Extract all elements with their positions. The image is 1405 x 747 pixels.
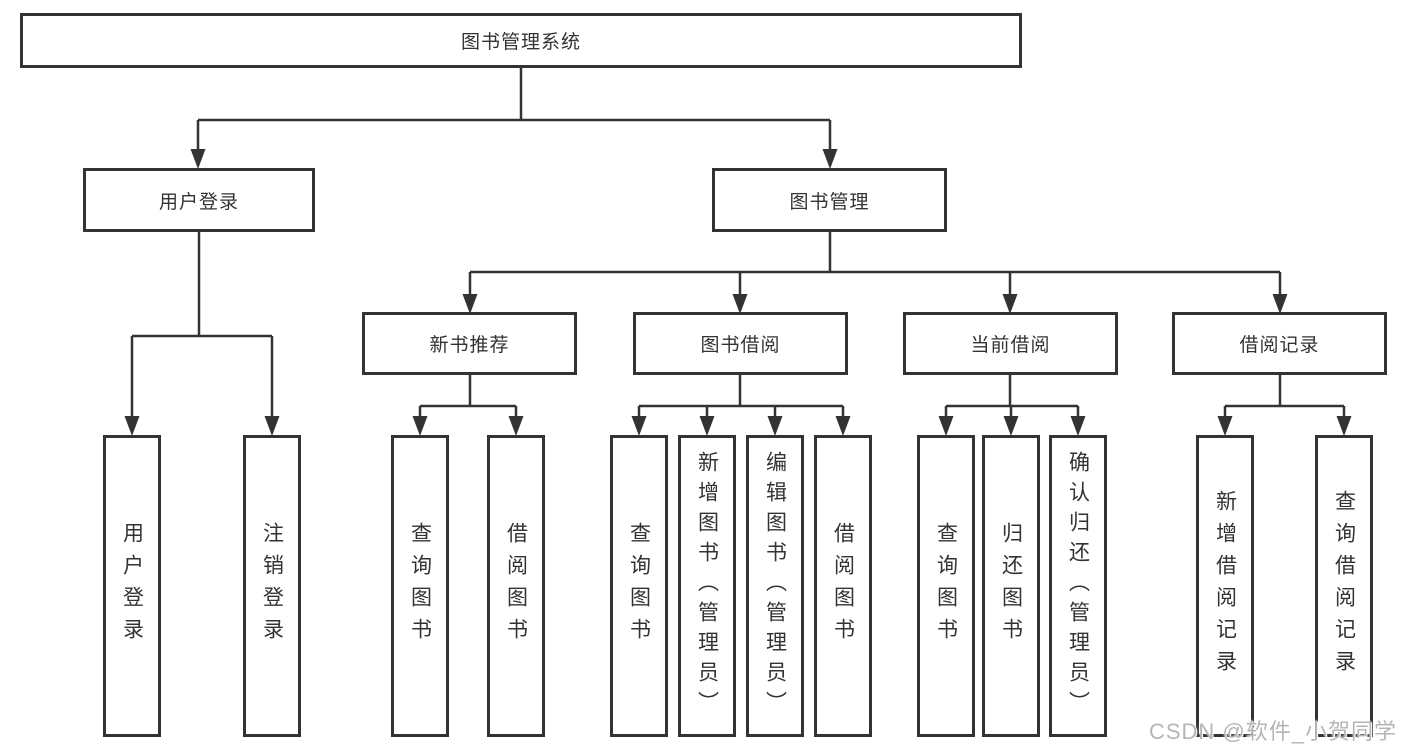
leaf-records-query-record-label: 查询借阅记录 <box>1332 490 1356 682</box>
leaf-logout-label: 注销登录 <box>260 522 284 650</box>
node-book-management: 图书管理 <box>712 168 947 232</box>
leaf-current-confirm-return-admin: 确认归还（管理员） <box>1049 435 1107 737</box>
leaf-borrow-query-books-label: 查询图书 <box>627 522 651 650</box>
leaf-records-add-record-label: 新增借阅记录 <box>1213 490 1237 682</box>
node-new-book-recommend-label: 新书推荐 <box>429 335 510 356</box>
leaf-recommend-borrow-books: 借阅图书 <box>487 435 545 737</box>
leaf-recommend-query-books: 查询图书 <box>391 435 449 737</box>
leaf-records-query-record: 查询借阅记录 <box>1315 435 1373 737</box>
leaf-borrow-borrow-books-label: 借阅图书 <box>831 522 855 650</box>
node-borrow-records: 借阅记录 <box>1172 312 1387 375</box>
leaf-current-query-books: 查询图书 <box>917 435 975 737</box>
node-book-borrow-label: 图书借阅 <box>700 335 781 356</box>
csdn-watermark: CSDN @软件_小贺同学 <box>1148 719 1397 744</box>
leaf-current-confirm-return-admin-label: 确认归还（管理员） <box>1066 451 1090 721</box>
leaf-recommend-borrow-books-label: 借阅图书 <box>504 522 528 650</box>
node-current-borrow-label: 当前借阅 <box>970 335 1051 356</box>
node-root: 图书管理系统 <box>20 13 1022 68</box>
leaf-borrow-borrow-books: 借阅图书 <box>814 435 872 737</box>
leaf-user-login-label: 用户登录 <box>120 522 144 650</box>
leaf-logout: 注销登录 <box>243 435 301 737</box>
node-user-login-label: 用户登录 <box>158 191 239 213</box>
node-book-management-label: 图书管理 <box>789 191 870 213</box>
leaf-borrow-edit-books-admin: 编辑图书（管理员） <box>746 435 804 737</box>
leaf-current-query-books-label: 查询图书 <box>934 522 958 650</box>
node-root-label: 图书管理系统 <box>460 32 581 53</box>
leaf-current-return-books: 归还图书 <box>982 435 1040 737</box>
leaf-borrow-add-books-admin: 新增图书（管理员） <box>678 435 736 737</box>
leaf-borrow-edit-books-admin-label: 编辑图书（管理员） <box>763 451 787 721</box>
node-new-book-recommend: 新书推荐 <box>362 312 577 375</box>
leaf-current-return-books-label: 归还图书 <box>999 522 1023 650</box>
leaf-records-add-record: 新增借阅记录 <box>1196 435 1254 737</box>
leaf-user-login: 用户登录 <box>103 435 161 737</box>
node-user-login: 用户登录 <box>83 168 315 232</box>
leaf-borrow-add-books-admin-label: 新增图书（管理员） <box>695 451 719 721</box>
node-borrow-records-label: 借阅记录 <box>1239 335 1320 356</box>
node-current-borrow: 当前借阅 <box>903 312 1118 375</box>
leaf-borrow-query-books: 查询图书 <box>610 435 668 737</box>
node-book-borrow: 图书借阅 <box>633 312 848 375</box>
leaf-recommend-query-books-label: 查询图书 <box>408 522 432 650</box>
